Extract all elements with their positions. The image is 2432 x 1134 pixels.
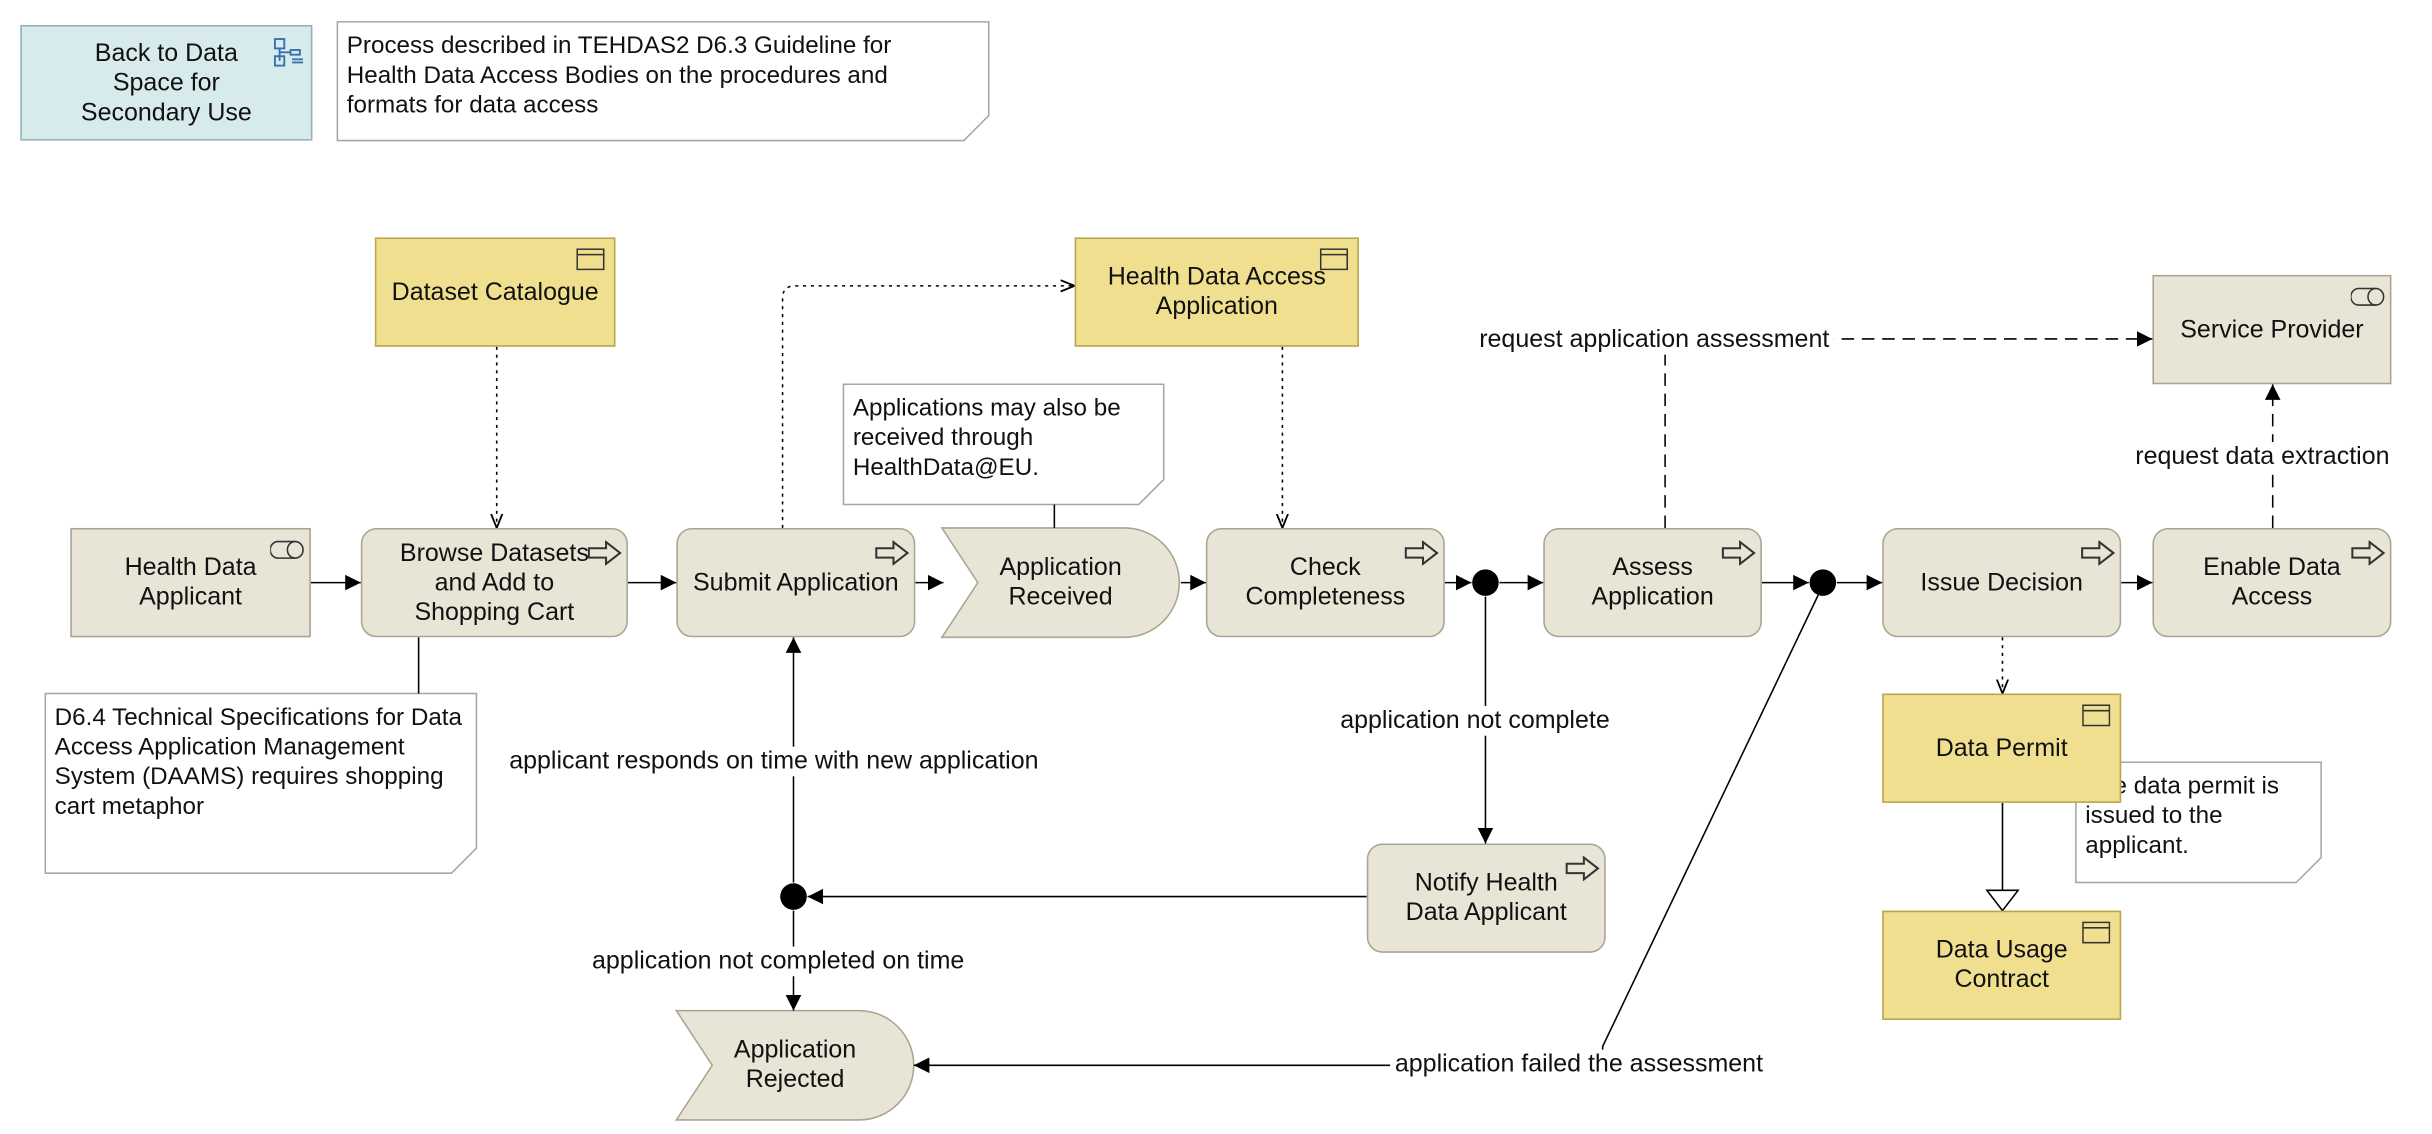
assess-application-process[interactable]: Assess Application [1543,527,1762,638]
event-application-received-shape [940,527,1181,639]
data-usage-contract-object[interactable]: Data Usage Contract [1882,910,2122,1020]
label-responds-on-time: applicant responds on time with new appl… [504,746,1044,777]
service-provider-role[interactable]: Service Provider [2152,274,2392,385]
dataset-catalogue-object[interactable]: Dataset Catalogue [374,237,616,347]
process-arrow-icon [2081,540,2115,566]
enable-data-access-process[interactable]: Enable Data Access [2152,527,2392,638]
role-icon [270,540,304,559]
role-icon [2350,287,2385,306]
note-daams-shape [44,692,478,874]
flow-failed-assessment [913,594,1819,1074]
check-completeness-process[interactable]: Check Completeness [1205,527,1445,638]
notify-applicant-label: Notify Health Data Applicant [1405,870,1567,927]
note-data-permit-shape [2075,761,2322,884]
business-object-icon [2082,921,2111,944]
issue-decision-label: Issue Decision [1920,569,2083,596]
submit-application-label: Submit Application [693,569,899,596]
event-application-rejected-shape [674,1009,915,1121]
view-icon [273,38,304,67]
health-data-applicant-label: Health Data Applicant [124,554,257,611]
data-permit-label: Data Permit [1935,734,2068,762]
process-arrow-icon [1721,540,1756,566]
back-to-data-space-button[interactable]: Back to Data Space for Secondary Use [20,24,313,141]
specialization-triangle [1985,889,2020,912]
note-healthdata-eu: Applications may also be received throug… [852,395,1121,482]
business-object-icon [2082,704,2111,727]
issue-decision-process[interactable]: Issue Decision [1882,527,2122,638]
note-daams: D6.4 Technical Specifications for Data A… [54,704,463,821]
dataset-catalogue-label: Dataset Catalogue [391,278,599,306]
back-to-data-space-label: Back to Data Space for Secondary Use [80,39,252,126]
process-arrow-icon [1565,855,1600,881]
label-request-assessment: request application assessment [1474,324,1834,355]
process-arrow-icon [1404,540,1439,566]
notify-applicant-process[interactable]: Notify Health Data Applicant [1366,843,1606,953]
label-not-completed-on-time: application not completed on time [587,946,970,977]
service-provider-label: Service Provider [2180,316,2364,343]
health-data-applicant-role[interactable]: Health Data Applicant [70,527,311,638]
browse-datasets-process[interactable]: Browse Datasets and Add to Shopping Cart [360,527,628,638]
application-rejected-event[interactable]: Application Rejected [733,1037,857,1094]
business-object-icon [576,248,605,271]
junction-after-check [1472,569,1499,596]
browse-datasets-label: Browse Datasets and Add to Shopping Cart [399,539,589,626]
label-request-extraction: request data extraction [2130,442,2395,472]
junction-after-assess [1809,569,1837,596]
enable-data-access-label: Enable Data Access [2203,554,2341,611]
data-permit-object[interactable]: Data Permit [1882,693,2122,803]
note-process-description: Process described in TEHDAS2 D6.3 Guidel… [346,32,892,119]
health-data-access-application-label: Health Data Access Application [1107,263,1326,321]
data-usage-contract-label: Data Usage Contract [1935,937,2068,994]
note-healthdata-eu-shape [842,383,1165,506]
assess-application-label: Assess Application [1591,554,1714,611]
application-received-event[interactable]: Application Received [999,554,1122,611]
process-arrow-icon [2351,540,2386,566]
junction-resubmission [780,883,807,910]
health-data-access-application-object[interactable]: Health Data Access Application [1074,237,1359,347]
business-object-icon [1319,248,1349,271]
process-arrow-icon [587,540,622,566]
label-failed-assessment: application failed the assessment [1390,1049,1768,1080]
check-completeness-label: Check Completeness [1245,554,1406,611]
note-process-description-shape [336,21,990,142]
submit-application-process[interactable]: Submit Application [676,527,916,638]
process-arrow-icon [875,540,910,566]
label-not-complete: application not complete [1335,706,1615,736]
flow-request-assessment [1664,331,2153,528]
